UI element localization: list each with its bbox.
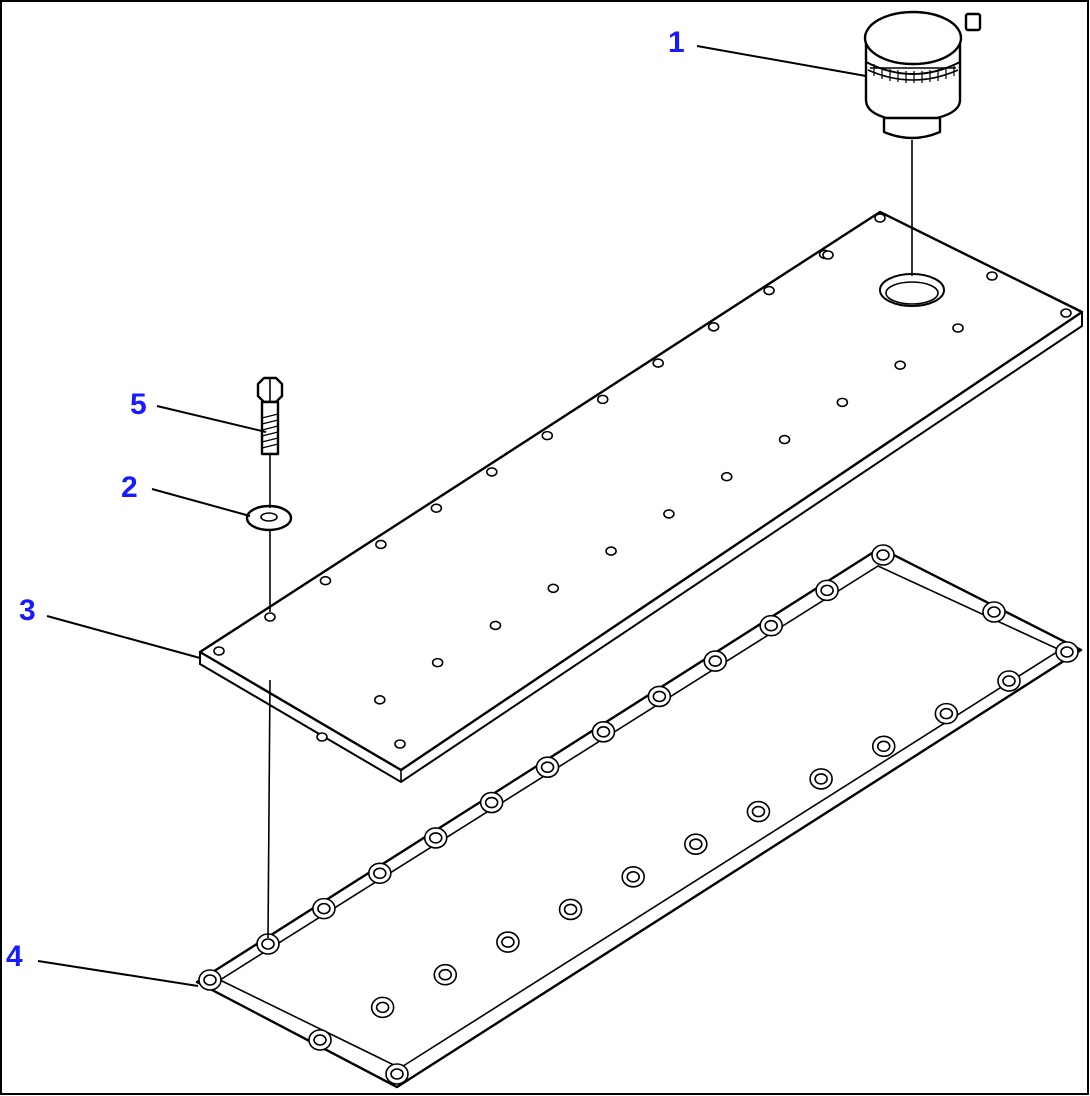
cover-bolt-hole	[316, 732, 328, 742]
gasket-bolt-hole	[261, 938, 275, 950]
gasket-bolt-hole	[373, 867, 387, 880]
gasket-bolt-hole	[313, 1034, 327, 1046]
callout-3: 3	[19, 594, 201, 659]
gasket-bolt-hole	[375, 1001, 390, 1014]
gasket-bolt-hole	[876, 549, 890, 561]
gasket-bolt-hole	[987, 606, 1001, 618]
leader-line-3	[46, 615, 201, 659]
cover-corner-hole	[213, 646, 225, 656]
gasket-bolt-hole	[563, 903, 578, 916]
cover-bolt-hole	[822, 250, 834, 260]
cover-part	[198, 210, 1084, 784]
callout-4-label: 4	[6, 940, 23, 973]
cover-bolt-hole	[547, 583, 560, 594]
callout-5-label: 5	[130, 388, 147, 421]
cover-bolt-hole	[374, 695, 386, 705]
gasket-bolt-hole	[1002, 675, 1016, 687]
cover-corner-hole	[394, 739, 406, 749]
cover-bolt-hole	[319, 575, 332, 586]
cover-bolt-hole	[652, 358, 664, 368]
cover-bolt-hole	[952, 323, 964, 333]
callout-4: 4	[6, 940, 199, 987]
gasket-bolt-hole	[501, 936, 515, 948]
gasket-bolt-hole	[317, 902, 331, 915]
gasket-corner-hole	[203, 974, 217, 986]
cover-bolt-hole	[375, 539, 387, 550]
cover-bolt-hole	[605, 546, 617, 556]
gasket-corner-hole	[390, 1068, 404, 1080]
cover-bolt-hole	[541, 430, 554, 441]
gasket-bolt-hole	[540, 761, 555, 773]
cover-bolt-hole	[264, 612, 276, 622]
callout-2: 2	[121, 471, 251, 517]
cover-bolt-hole	[778, 434, 791, 445]
gasket-bolt-hole	[689, 838, 703, 850]
cover-bolt-hole	[763, 285, 775, 296]
gasket-bolt-hole	[484, 796, 499, 809]
cover-bolt-hole	[663, 509, 675, 519]
cover-bolt-hole	[596, 394, 609, 405]
cover-bolt-hole	[431, 657, 444, 668]
cover-bolt-hole	[707, 322, 720, 332]
cover-bolt-hole	[430, 503, 443, 513]
callout-3-label: 3	[19, 594, 36, 627]
cover-to-gasket-axis-line	[267, 679, 271, 939]
gasket-bolt-hole	[939, 707, 954, 720]
gasket-bolt-hole	[428, 832, 443, 844]
washer-part	[245, 504, 293, 532]
gasket-bolt-hole	[820, 584, 834, 597]
cover-holes	[213, 213, 1072, 749]
cover-bolt-hole	[986, 271, 998, 281]
gasket-bolt-hole	[708, 655, 723, 667]
callout-2-label: 2	[121, 471, 138, 504]
cover-bolt-hole	[836, 397, 849, 408]
gasket-bolt-hole	[652, 690, 667, 703]
gasket-bolt-hole	[626, 871, 640, 883]
cover-bolt-hole	[720, 471, 733, 482]
gasket-bolt-hole	[596, 726, 611, 738]
cover-bolt-hole	[489, 620, 502, 631]
leader-line-4	[37, 960, 199, 987]
callout-1-label: 1	[668, 26, 685, 59]
gasket-part	[195, 544, 1083, 1089]
cover-corner-hole	[1060, 308, 1072, 318]
leader-line-2	[151, 488, 251, 517]
leader-line-5	[156, 405, 267, 433]
bolt-part	[256, 376, 284, 456]
gasket-bolt-hole	[876, 740, 891, 753]
gasket-corner-hole	[1060, 646, 1074, 658]
gasket-holes	[198, 544, 1079, 1085]
gasket-bolt-hole	[814, 773, 828, 785]
breather-part	[863, 10, 982, 140]
callout-5: 5	[130, 388, 267, 433]
callout-1: 1	[668, 26, 867, 77]
gasket-bolt-hole	[438, 968, 453, 981]
leader-line-1	[696, 45, 867, 77]
cover-bolt-hole	[874, 213, 886, 223]
gasket-bolt-hole	[764, 619, 778, 632]
cover-bolt-hole	[486, 467, 498, 477]
cover-bolt-hole	[894, 360, 906, 370]
gasket-bolt-hole	[751, 805, 766, 818]
